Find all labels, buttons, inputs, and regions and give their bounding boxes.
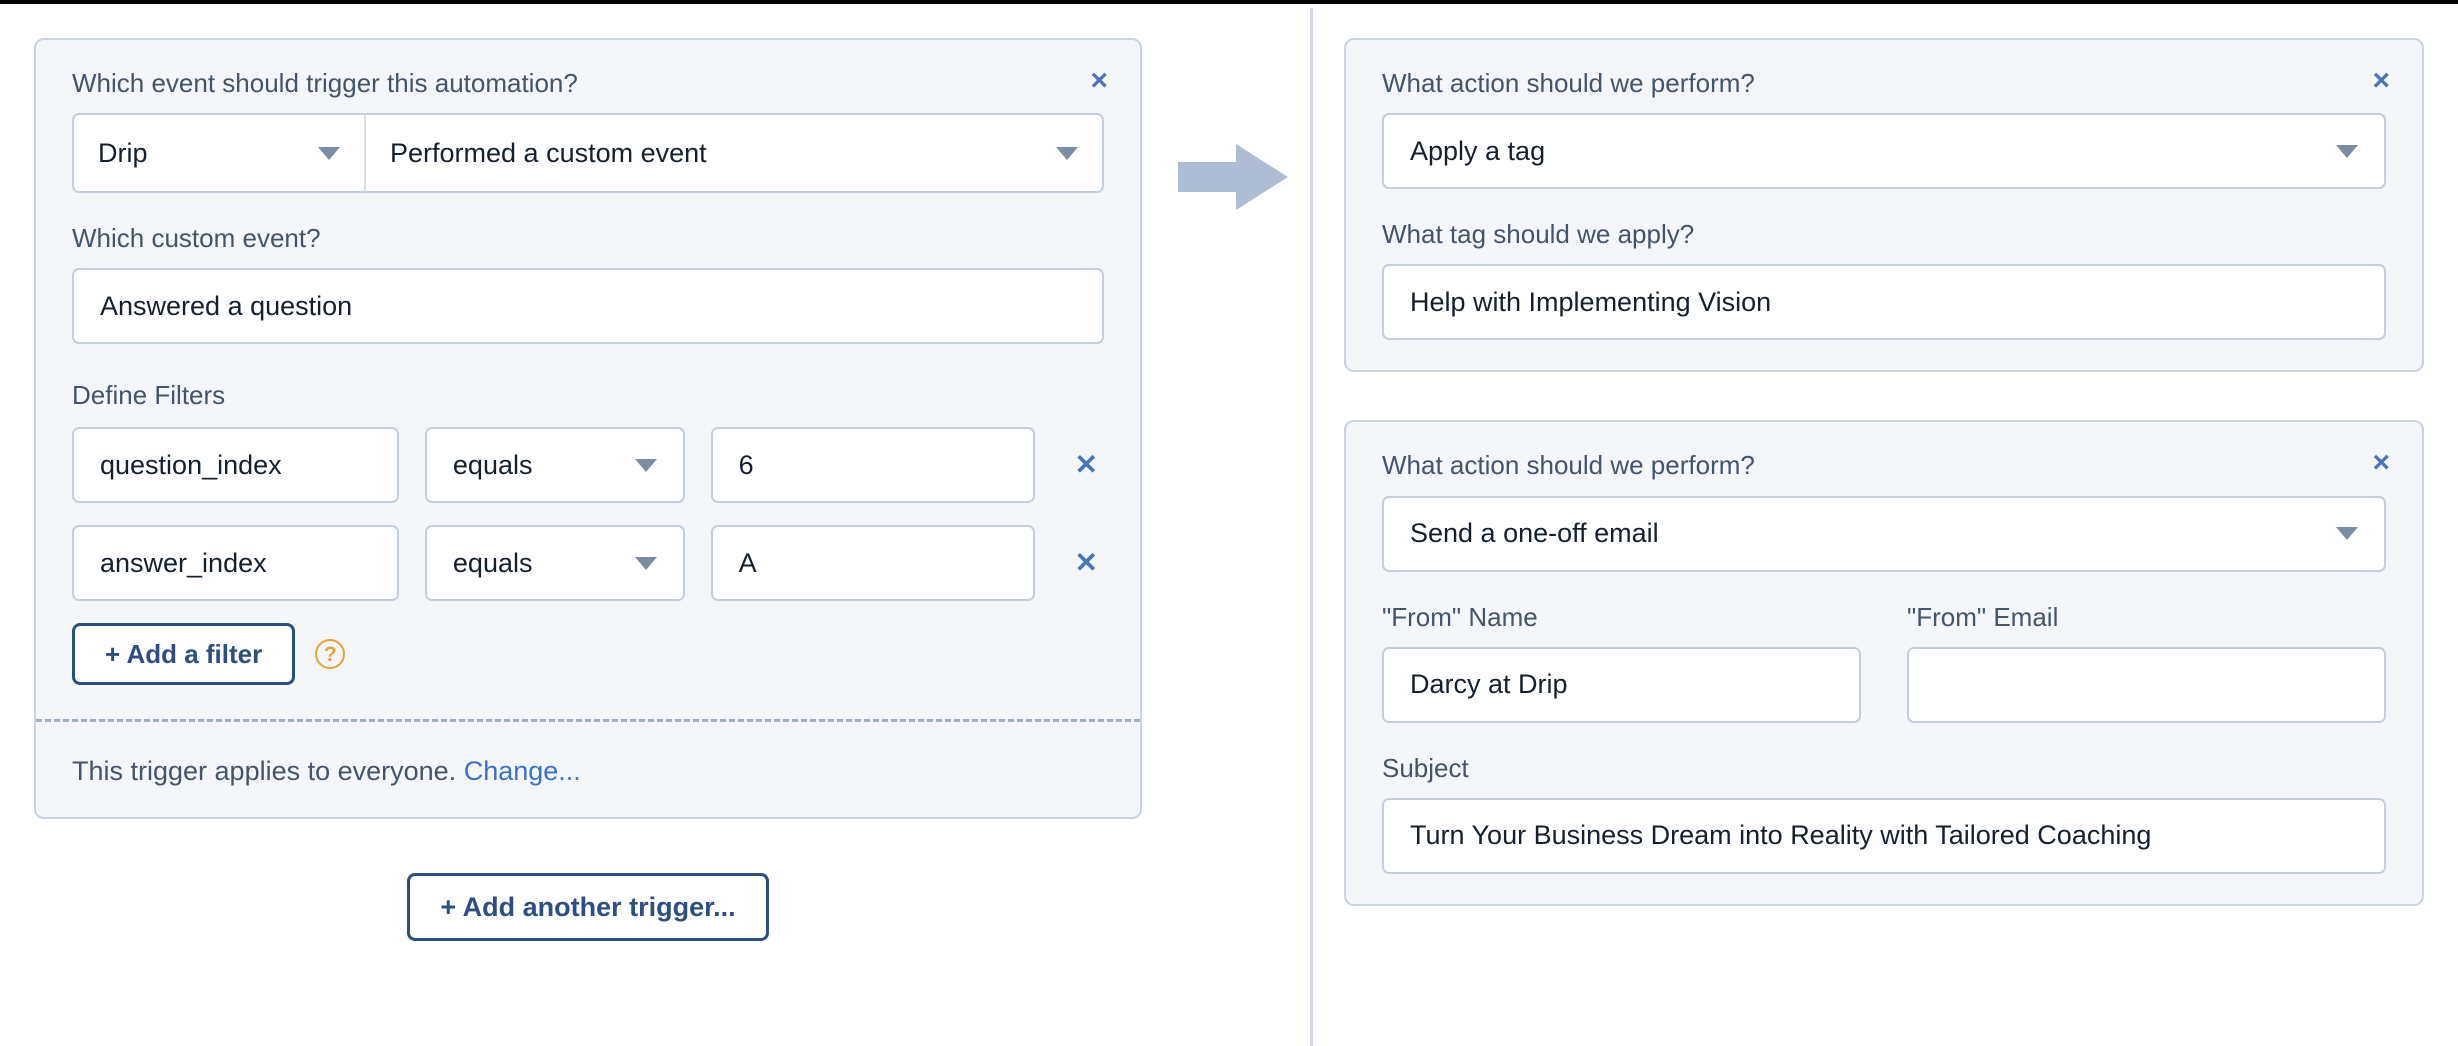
trigger-event-select[interactable]: Performed a custom event — [366, 115, 1102, 191]
from-fields-row: "From" Name Darcy at Drip "From" Email — [1382, 602, 2386, 723]
filter-operator-select[interactable]: equals — [424, 525, 685, 602]
from-email-group: "From" Email — [1907, 602, 2386, 723]
remove-filter-icon[interactable]: ✕ — [1069, 548, 1104, 578]
trigger-event-selector[interactable]: Drip Performed a custom event — [72, 113, 1104, 194]
action-type-select[interactable]: Apply a tag — [1382, 113, 2386, 190]
filter-row: question_index equals 6 ✕ — [72, 427, 1104, 504]
filter-field-input[interactable]: question_index — [72, 427, 399, 504]
trigger-provider-select[interactable]: Drip — [74, 115, 366, 192]
trigger-scope-footer: This trigger applies to everyone. Change… — [36, 719, 1140, 817]
action-card-send-email: × What action should we perform? Send a … — [1344, 420, 2424, 906]
filter-operator-value: equals — [452, 547, 533, 578]
from-email-label: "From" Email — [1907, 601, 2059, 632]
change-scope-link[interactable]: Change... — [463, 756, 581, 787]
help-icon[interactable]: ? — [315, 639, 346, 670]
chevron-down-icon — [634, 458, 657, 472]
trigger-column: × Which event should trigger this automa… — [0, 4, 1310, 1046]
action-type-select[interactable]: Send a one-off email — [1382, 495, 2386, 572]
action-question-label: What action should we perform? — [1382, 68, 1755, 98]
filter-operator-value: equals — [452, 449, 533, 480]
trigger-question-label: Which event should trigger this automati… — [72, 68, 578, 98]
custom-event-input[interactable]: Answered a question — [72, 268, 1104, 345]
trigger-card: × Which event should trigger this automa… — [34, 38, 1142, 820]
action-type-value: Send a one-off email — [1410, 518, 1659, 549]
filter-value-input[interactable]: 6 — [710, 427, 1035, 504]
chevron-down-icon — [318, 146, 340, 160]
remove-filter-icon[interactable]: ✕ — [1069, 450, 1104, 480]
filter-row: answer_index equals A ✕ — [72, 525, 1104, 602]
tag-input[interactable]: Help with Implementing Vision — [1382, 264, 2386, 341]
flow-arrow-icon — [1178, 144, 1288, 210]
from-email-input[interactable] — [1907, 646, 2386, 723]
custom-event-label: Which custom event? — [72, 223, 321, 254]
chevron-down-icon — [1056, 146, 1078, 160]
action-type-value: Apply a tag — [1410, 135, 1546, 166]
close-icon[interactable]: × — [2366, 62, 2396, 100]
chevron-down-icon — [2336, 527, 2358, 541]
automation-workspace: × Which event should trigger this automa… — [0, 4, 2458, 1046]
filter-field-input[interactable]: answer_index — [72, 525, 399, 602]
trigger-provider-value: Drip — [98, 137, 148, 168]
add-filter-button[interactable]: + Add a filter — [72, 623, 296, 686]
action-question-label: What action should we perform? — [1382, 450, 1755, 481]
column-divider — [1310, 8, 1313, 1046]
from-name-input[interactable]: Darcy at Drip — [1382, 646, 1861, 723]
close-icon[interactable]: × — [1084, 62, 1114, 100]
close-icon[interactable]: × — [2366, 444, 2396, 482]
add-trigger-wrap: + Add another trigger... — [34, 873, 1142, 942]
filter-value-input[interactable]: A — [710, 525, 1035, 602]
filter-operator-select[interactable]: equals — [424, 427, 685, 504]
add-filter-row: + Add a filter ? — [72, 623, 1104, 719]
tag-question-label: What tag should we apply? — [1382, 219, 1695, 250]
define-filters-label: Define Filters — [72, 380, 226, 411]
actions-column: × What action should we perform? Apply a… — [1310, 4, 2458, 1046]
chevron-down-icon — [634, 556, 657, 570]
action-card-apply-tag: × What action should we perform? Apply a… — [1344, 38, 2424, 373]
add-another-trigger-button[interactable]: + Add another trigger... — [407, 873, 769, 942]
chevron-down-icon — [2336, 144, 2358, 158]
from-name-group: "From" Name Darcy at Drip — [1382, 602, 1861, 723]
from-name-label: "From" Name — [1382, 601, 1538, 632]
subject-input[interactable]: Turn Your Business Dream into Reality wi… — [1382, 797, 2386, 874]
subject-label: Subject — [1382, 752, 1469, 783]
trigger-event-value: Performed a custom event — [390, 137, 707, 168]
trigger-scope-text: This trigger applies to everyone. — [72, 756, 457, 787]
